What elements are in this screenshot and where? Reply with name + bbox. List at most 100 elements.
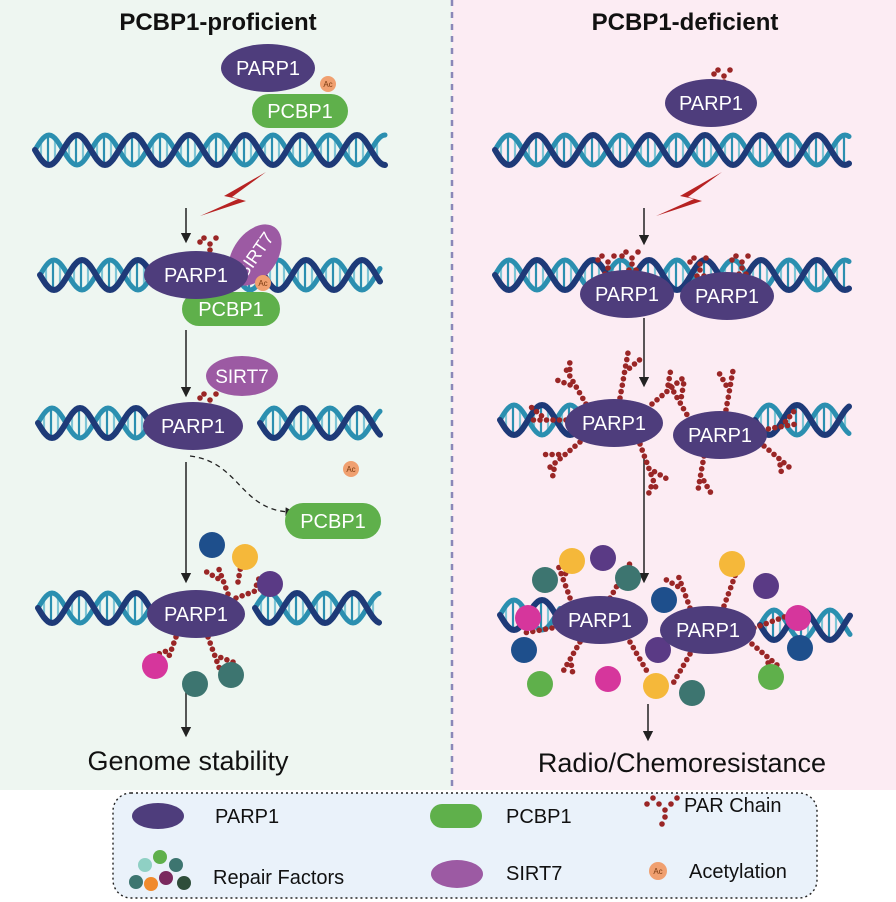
par-bead xyxy=(778,468,784,475)
dna-helix xyxy=(752,401,852,439)
acetylation-mark xyxy=(320,76,336,92)
par-bead xyxy=(659,821,665,827)
par-bead xyxy=(644,801,650,807)
par-chain xyxy=(667,381,693,423)
par-bead xyxy=(765,426,772,432)
par-bead xyxy=(555,451,562,458)
par-chain xyxy=(671,651,693,685)
repair-factor xyxy=(257,571,283,597)
pcbp1-shape xyxy=(285,503,381,539)
repair-factor xyxy=(758,664,784,690)
par-bead xyxy=(523,629,530,636)
acetylation-mark xyxy=(343,461,359,477)
par-bead xyxy=(530,417,537,423)
par-bead xyxy=(624,356,630,363)
dna-strand xyxy=(32,131,388,169)
par-bead xyxy=(677,668,684,674)
dna-damage-lightning-icon xyxy=(656,172,722,216)
pcbp1-label: PCBP1 xyxy=(300,511,366,533)
par-bead xyxy=(220,579,227,585)
par-bead xyxy=(687,259,693,265)
repair-factors xyxy=(142,532,813,706)
par-bead xyxy=(696,478,703,485)
par-bead xyxy=(646,490,652,496)
par-bead xyxy=(687,651,693,657)
par-bead xyxy=(777,462,783,468)
par-bead xyxy=(573,384,580,390)
parp1-label: PARP1 xyxy=(568,610,632,632)
par-bead xyxy=(595,257,601,263)
parp1-shape xyxy=(143,402,243,450)
par-bead xyxy=(239,593,245,599)
par-bead xyxy=(745,253,751,259)
par-bead xyxy=(772,424,778,431)
par-bead xyxy=(162,648,169,655)
par-bead xyxy=(215,575,221,582)
par-bead xyxy=(680,381,687,387)
par-bead xyxy=(700,459,706,466)
dna-helix xyxy=(32,131,388,169)
legend-parp1-swatch xyxy=(132,803,184,829)
par-bead xyxy=(680,405,687,412)
dna-strand xyxy=(32,132,388,168)
par-bead xyxy=(715,67,721,73)
repair-factor xyxy=(645,637,671,663)
par-bead xyxy=(726,388,733,394)
par-bead xyxy=(542,626,549,632)
par-bead xyxy=(625,350,631,357)
par-bead xyxy=(646,465,652,472)
right-outcome-label: Radio/Chemoresistance xyxy=(538,748,826,778)
par-bead xyxy=(568,662,575,669)
par-bead xyxy=(739,259,745,265)
par-bead xyxy=(567,360,573,366)
par-bead xyxy=(639,447,645,453)
par-bead xyxy=(560,576,567,583)
par-bead xyxy=(664,388,670,395)
par-bead xyxy=(739,265,745,271)
par-bead xyxy=(729,257,735,263)
repair-factor xyxy=(532,567,558,593)
par-bead xyxy=(682,593,689,599)
dna-strand xyxy=(35,404,153,442)
par-bead xyxy=(556,417,563,423)
dna-strand xyxy=(257,405,383,441)
par-bead xyxy=(550,472,556,479)
par-bead xyxy=(720,376,726,383)
repair-factor xyxy=(511,637,537,663)
repair-factor xyxy=(559,548,585,574)
par-bead xyxy=(669,580,675,586)
par-bead xyxy=(549,451,555,458)
par-bead xyxy=(662,814,668,820)
par-bead xyxy=(197,395,203,401)
sirt7-label: SIRT7 xyxy=(215,367,269,388)
par-bead xyxy=(730,578,736,585)
parp1-shape xyxy=(680,272,774,320)
legend-sirt7-swatch xyxy=(431,860,483,888)
par-bead xyxy=(216,566,222,573)
par-bead xyxy=(725,591,732,597)
dna-strand xyxy=(752,401,852,439)
par-bead xyxy=(224,657,230,663)
par-bead xyxy=(643,459,650,466)
legend-parp1-label: PARP1 xyxy=(215,806,279,828)
par-bead xyxy=(782,418,789,425)
legend-ac-label: Ac xyxy=(653,867,662,876)
par-bead xyxy=(691,255,697,261)
par-bead xyxy=(697,261,703,267)
par-bead xyxy=(701,478,707,484)
legend-factor-dot xyxy=(138,858,152,872)
legend-pcbp1-label: PCBP1 xyxy=(506,806,572,828)
par-bead xyxy=(697,472,704,479)
par-bead xyxy=(749,641,755,647)
par-bead xyxy=(550,417,556,423)
par-bead xyxy=(213,235,219,241)
par-bead xyxy=(218,654,224,661)
par-bead xyxy=(629,261,635,267)
par-bead xyxy=(757,623,763,629)
par-bead xyxy=(649,401,655,407)
par-bead xyxy=(663,475,669,482)
dna-strand xyxy=(492,131,852,169)
dna-strand xyxy=(35,589,153,627)
par-bead xyxy=(648,484,654,490)
